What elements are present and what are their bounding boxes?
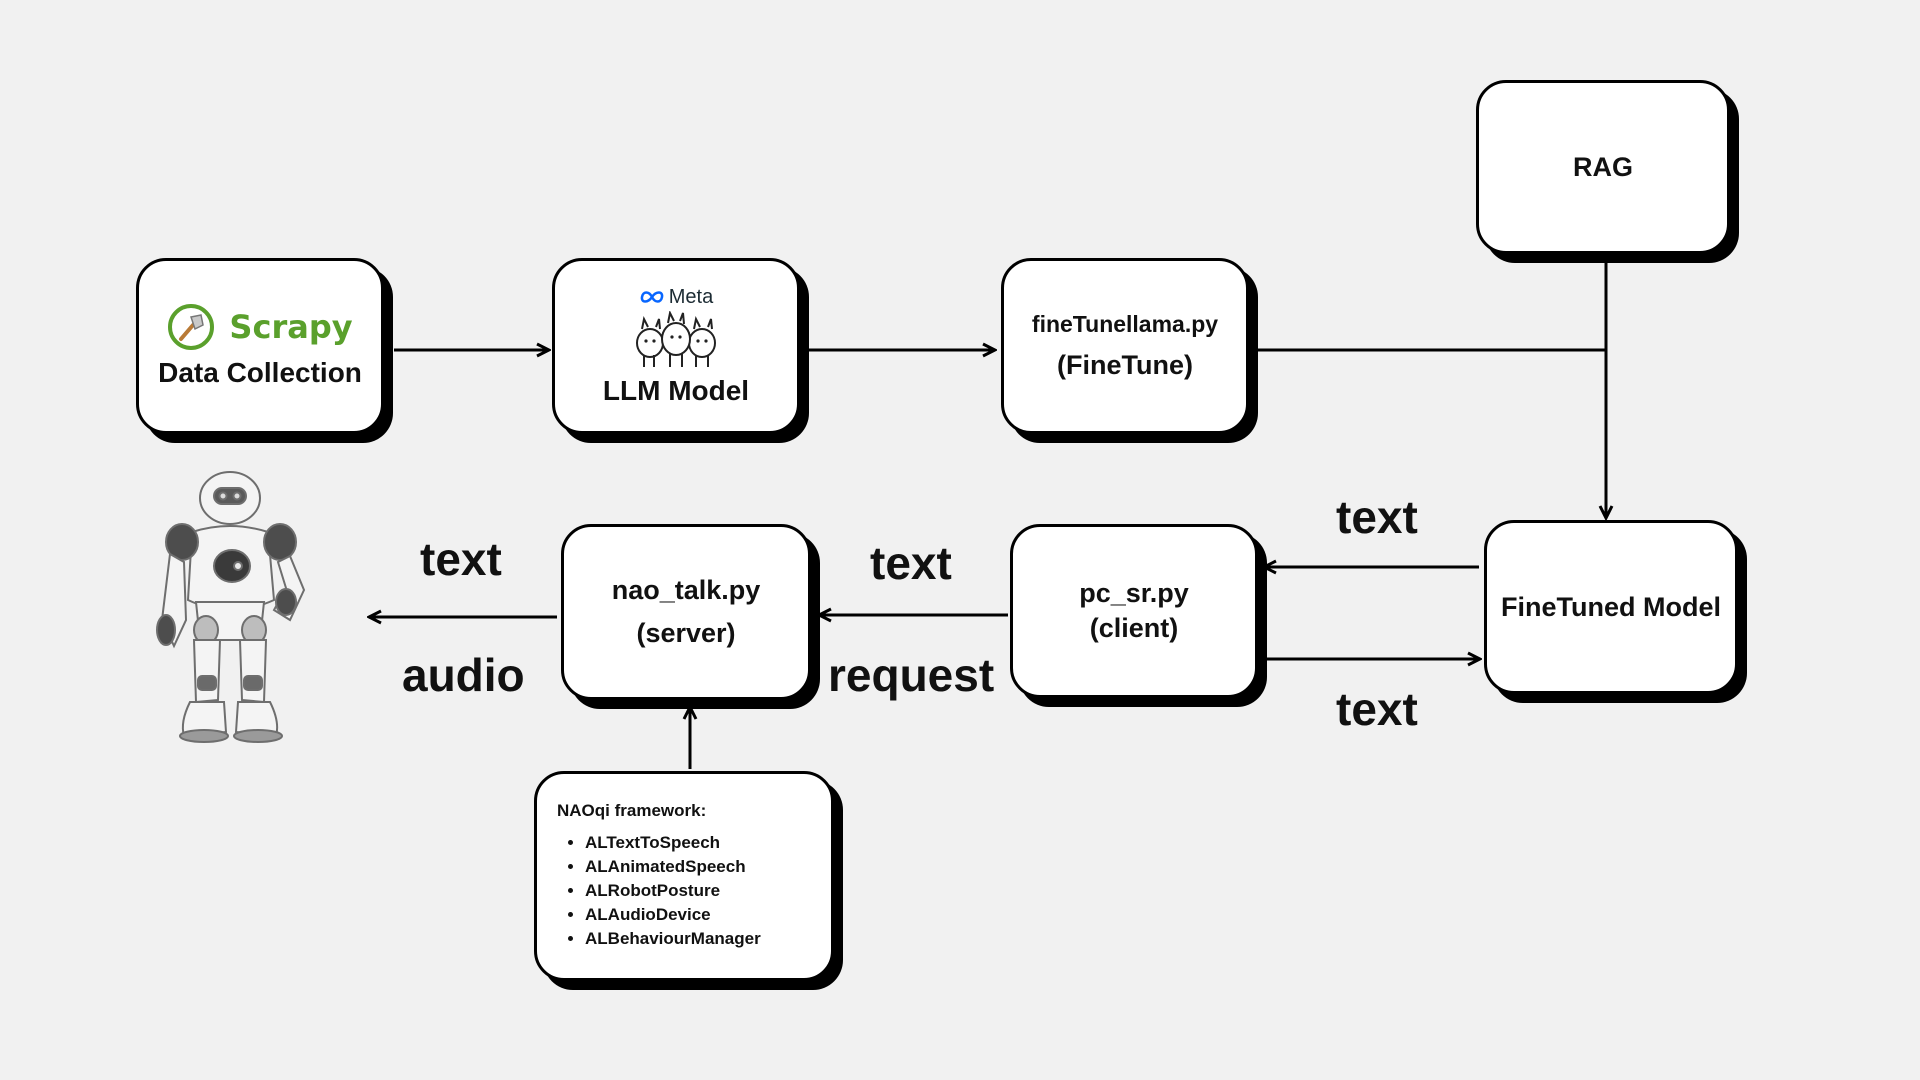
server-sub-label: (server) xyxy=(636,618,736,648)
edge-label-client-to-finetuned: text xyxy=(1336,683,1418,735)
server-script-label: nao_talk.py xyxy=(611,575,761,605)
naoqi-module-item: ALAudioDevice xyxy=(585,903,761,927)
edge-label-server-to-robot-audio: audio xyxy=(402,649,525,701)
client-node: pc_sr.py (client) xyxy=(1010,524,1258,698)
finetune-sub-label: (FineTune) xyxy=(1057,350,1193,380)
meta-logo: Meta xyxy=(639,286,713,309)
llm-model-label: LLM Model xyxy=(602,374,750,406)
meta-logo-text: Meta xyxy=(668,285,714,308)
naoqi-node: NAOqi framework: ALTextToSpeech ALAnimat… xyxy=(534,771,834,981)
naoqi-module-item: ALAnimatedSpeech xyxy=(585,855,761,879)
llm-model-node: Meta LLM Model xyxy=(552,258,800,434)
finetune-node: fineTunellama.py (FineTune) xyxy=(1001,258,1249,434)
naoqi-title: NAOqi framework: xyxy=(557,801,707,820)
scrapy-spatula-icon xyxy=(168,304,215,350)
naoqi-module-item: ALBehaviourManager xyxy=(585,927,761,951)
scrapy-logo: Scrapy xyxy=(167,303,353,351)
data-collection-node: Scrapy Data Collection xyxy=(136,258,384,434)
scrapy-logo-text: Scrapy xyxy=(229,308,353,346)
edge-label-finetuned-to-client: text xyxy=(1336,491,1418,543)
server-node: nao_talk.py (server) xyxy=(561,524,811,700)
client-script-label: pc_sr.py xyxy=(1079,578,1189,608)
naoqi-module-item: ALRobotPosture xyxy=(585,879,761,903)
finetuned-model-label: FineTuned Model xyxy=(1501,591,1721,622)
data-collection-label: Data Collection xyxy=(158,357,362,388)
llama-herd-icon xyxy=(636,310,716,367)
finetuned-model-node: FineTuned Model xyxy=(1484,520,1738,694)
rag-label: RAG xyxy=(1573,151,1633,182)
naoqi-module-list: ALTextToSpeech ALAnimatedSpeech ALRobotP… xyxy=(557,831,761,951)
client-sub-label: (client) xyxy=(1089,613,1179,643)
nao-robot-icon xyxy=(156,471,306,743)
meta-infinity-icon xyxy=(640,291,664,303)
finetune-script-label: fineTunellama.py xyxy=(1031,311,1219,337)
edge-label-server-to-robot-text: text xyxy=(420,533,502,585)
rag-node: RAG xyxy=(1476,80,1730,254)
edge-label-client-to-server-text: text xyxy=(870,537,952,589)
naoqi-module-item: ALTextToSpeech xyxy=(585,831,761,855)
edge-label-client-to-server-request: request xyxy=(828,649,995,701)
